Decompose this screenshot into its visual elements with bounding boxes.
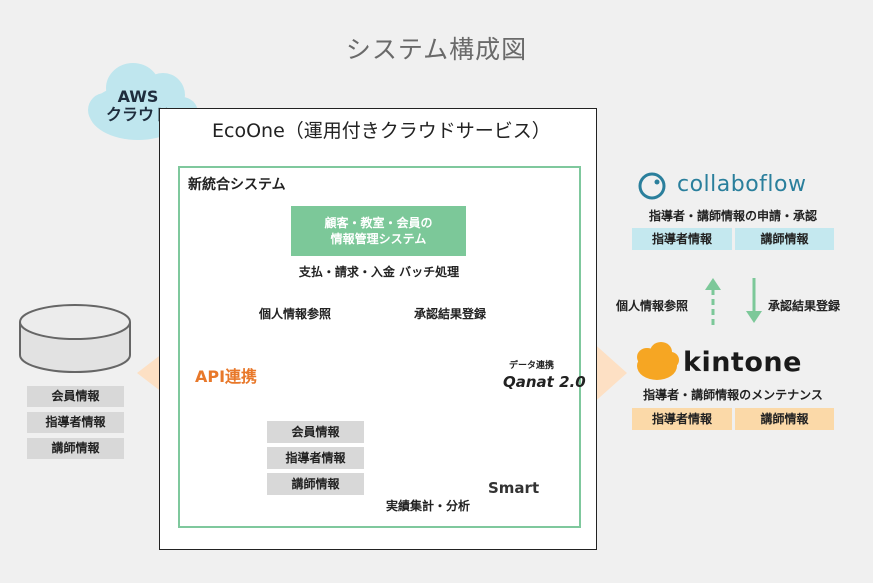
center-db-item: 指導者情報 [267,447,364,469]
batch-label: 支払・請求・入金 バッチ処理 [298,265,460,279]
collaboflow-caption: 指導者・講師情報の申請・承認 [648,209,817,223]
ecoone-box [159,108,597,550]
api-label: API連携 [194,367,258,386]
kintone-item: 講師情報 [735,408,834,430]
right-personal-ref-label: 個人情報参照 [616,299,689,313]
analytics-label: 実績集計・分析 [386,499,471,513]
management-system-line2: 情報管理システム [330,232,427,246]
left-db-item: 会員情報 [27,386,124,407]
management-system-box: 顧客・教室・会員の 情報管理システム [291,206,466,256]
qanat-top-label: データ連携 [509,361,555,371]
approval-reg-label: 承認結果登録 [414,307,487,321]
center-db-item: 講師情報 [267,473,364,495]
right-personal-ref-arrow [705,278,721,325]
kintone-caption: 指導者・講師情報のメンテナンス [643,388,823,402]
collaboflow-name: collaboflow [677,172,807,197]
cloud-label: AWS クラウド [96,88,180,124]
center-db-item: 会員情報 [267,421,364,443]
right-approval-reg-label: 承認結果登録 [768,299,841,313]
kintone-cloud-icon [637,342,679,380]
collaboflow-item: 講師情報 [735,228,834,250]
ecoone-title: EcoOne（運用付きクラウドサービス） [212,120,551,142]
right-approval-arrow [746,278,762,323]
integrated-system-box [178,166,581,528]
cloud-label-line2: クラウド [105,105,170,124]
collaboflow-item: 指導者情報 [632,228,732,250]
management-system-line1: 顧客・教室・会員の [324,216,433,230]
kintone-item: 指導者情報 [632,408,732,430]
left-db-item: 講師情報 [27,438,124,459]
integrated-system-title: 新統合システム [188,177,286,193]
page-title: システム構成図 [345,35,528,64]
cloud-icon [88,63,198,140]
personal-ref-label: 個人情報参照 [259,307,332,321]
database-icon [19,304,131,373]
smartbi-text: Smart [488,479,540,497]
collaboflow-logo-icon [638,172,666,200]
qanat-name: Qanat 2.0 [503,373,586,391]
cloud-label-line1: AWS [117,87,159,106]
kintone-name: kintone [683,347,802,378]
left-db-item: 指導者情報 [27,412,124,433]
